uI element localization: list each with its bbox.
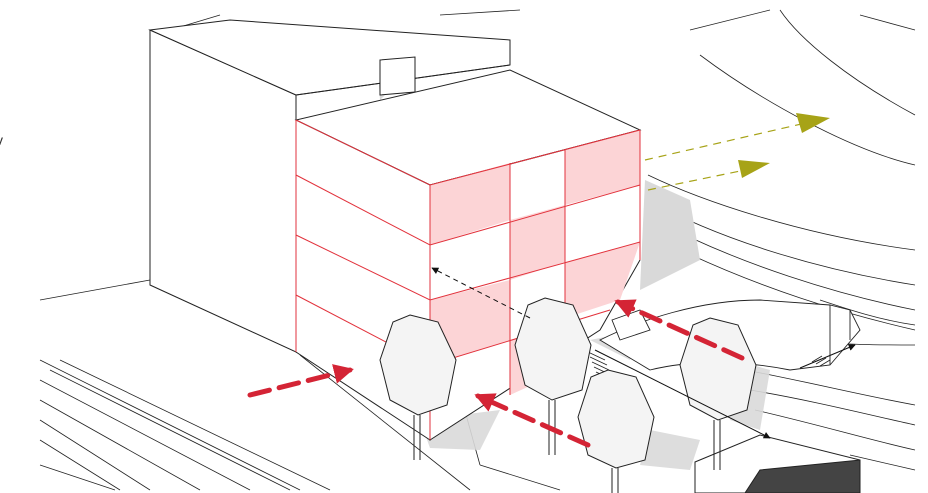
tree-icon — [578, 370, 654, 493]
olive-arrows — [645, 113, 830, 190]
